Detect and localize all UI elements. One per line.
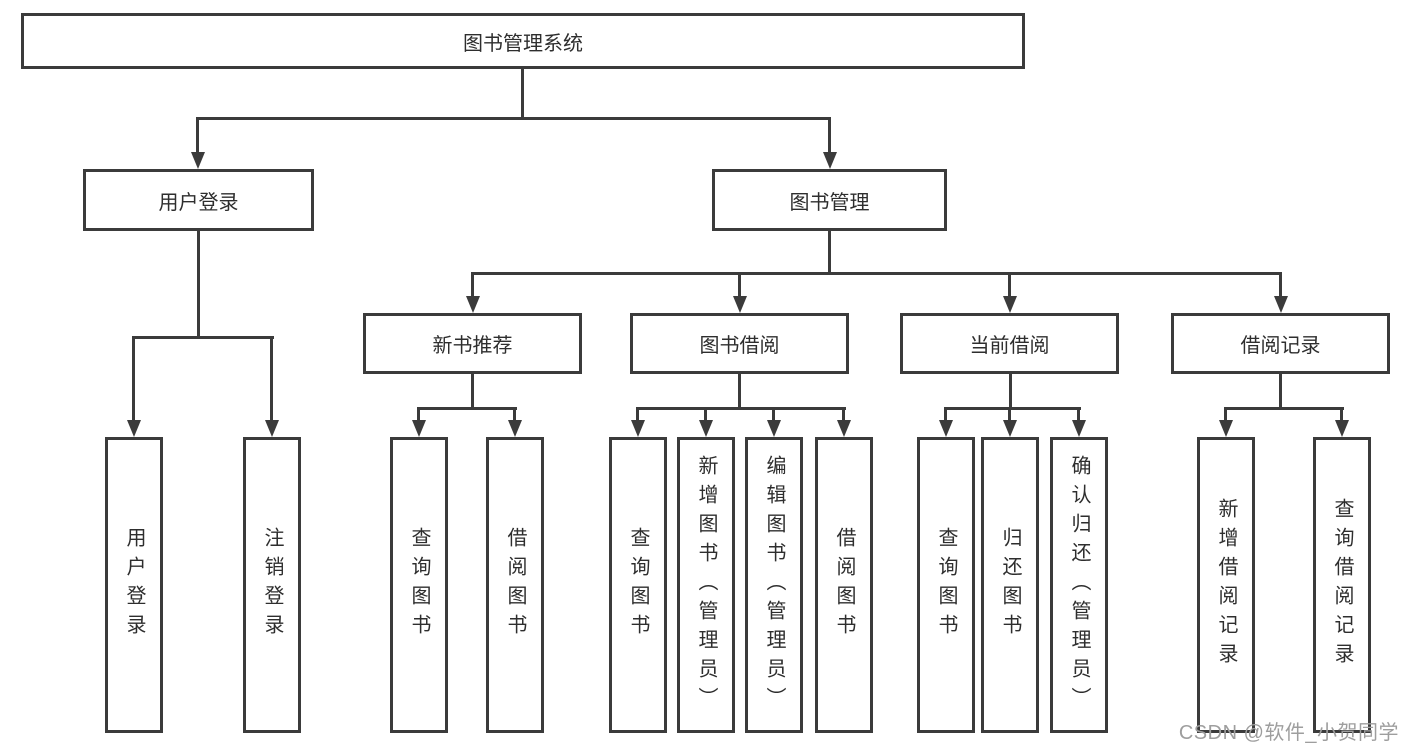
leaf-logout-label: 注销登录 xyxy=(261,527,283,643)
node-root: 图书管理系统 xyxy=(21,13,1025,69)
connector-current-borrow-branch xyxy=(945,407,1081,410)
connector-new-book-branch xyxy=(418,407,517,410)
node-book-borrow-label: 图书借阅 xyxy=(699,335,780,357)
arrow-to-borrow-records xyxy=(1273,272,1288,313)
connector-book-borrow-stem xyxy=(738,374,741,407)
arrow-to-new-book-recommend xyxy=(465,272,480,313)
node-current-borrow: 当前借阅 xyxy=(900,313,1119,374)
connector-book-management-stem xyxy=(828,231,831,272)
leaf-user-login-label: 用户登录 xyxy=(123,527,145,643)
arrow-borrow-records-leaf-1 xyxy=(1218,407,1233,437)
node-borrow-records-label: 借阅记录 xyxy=(1240,335,1321,357)
arrow-current-borrow-leaf-3 xyxy=(1071,407,1086,437)
leaf-query-borrow-record: 查询借阅记录 xyxy=(1313,437,1371,733)
leaf-confirm-return-label: 确认归还（管理员） xyxy=(1068,454,1090,716)
node-borrow-records: 借阅记录 xyxy=(1171,313,1390,374)
connector-current-borrow-stem xyxy=(1009,374,1012,407)
node-current-borrow-label: 当前借阅 xyxy=(969,335,1050,357)
arrow-current-borrow-leaf-1 xyxy=(938,407,953,437)
connector-user-login-branch xyxy=(133,336,274,339)
connector-book-management-branch xyxy=(471,272,1282,275)
leaf-user-login: 用户登录 xyxy=(105,437,163,733)
arrow-to-leaf-login xyxy=(126,336,141,437)
connector-new-book-stem xyxy=(471,374,474,407)
node-book-borrow: 图书借阅 xyxy=(630,313,849,374)
arrow-new-book-leaf-1 xyxy=(411,407,426,437)
arrow-new-book-leaf-2 xyxy=(507,407,522,437)
leaf-newbook-borrow: 借阅图书 xyxy=(486,437,544,733)
connector-user-login-stem xyxy=(197,231,200,336)
connector-book-borrow-branch xyxy=(637,407,846,410)
leaf-confirm-return: 确认归还（管理员） xyxy=(1050,437,1108,733)
leaf-newbook-query-label: 查询图书 xyxy=(408,527,430,643)
arrow-to-book-borrow xyxy=(732,272,747,313)
arrow-to-user-login xyxy=(190,117,205,169)
leaf-return-book-label: 归还图书 xyxy=(999,527,1021,643)
node-new-book-recommend: 新书推荐 xyxy=(363,313,582,374)
node-book-management-label: 图书管理 xyxy=(789,191,870,214)
leaf-borrow-edit-book: 编辑图书（管理员） xyxy=(745,437,803,733)
connector-borrow-records-stem xyxy=(1279,374,1282,407)
leaf-borrow-add-book-label: 新增图书（管理员） xyxy=(695,454,717,716)
arrow-book-borrow-leaf-4 xyxy=(836,407,851,437)
arrow-borrow-records-leaf-2 xyxy=(1334,407,1349,437)
leaf-current-query: 查询图书 xyxy=(917,437,975,733)
leaf-add-borrow-record-label: 新增借阅记录 xyxy=(1215,498,1237,672)
arrow-book-borrow-leaf-3 xyxy=(766,407,781,437)
node-book-management: 图书管理 xyxy=(712,169,947,231)
node-user-login-label: 用户登录 xyxy=(158,191,239,214)
arrow-to-leaf-logout xyxy=(264,336,279,437)
leaf-current-query-label: 查询图书 xyxy=(935,527,957,643)
arrow-current-borrow-leaf-2 xyxy=(1002,407,1017,437)
connector-borrow-records-branch xyxy=(1225,407,1344,410)
leaf-newbook-query: 查询图书 xyxy=(390,437,448,733)
watermark: CSDN @软件_小贺同学 xyxy=(1178,722,1399,744)
arrow-to-book-management xyxy=(822,117,837,169)
arrow-to-current-borrow xyxy=(1002,272,1017,313)
leaf-newbook-borrow-label: 借阅图书 xyxy=(504,527,526,643)
arrow-book-borrow-leaf-2 xyxy=(698,407,713,437)
node-new-book-recommend-label: 新书推荐 xyxy=(432,335,513,357)
leaf-borrow-add-book: 新增图书（管理员） xyxy=(677,437,735,733)
leaf-query-borrow-record-label: 查询借阅记录 xyxy=(1331,498,1353,672)
connector-root-stem xyxy=(521,69,524,117)
leaf-borrow-book: 借阅图书 xyxy=(815,437,873,733)
leaf-add-borrow-record: 新增借阅记录 xyxy=(1197,437,1255,733)
connector-root-branch xyxy=(197,117,831,120)
leaf-borrow-book-label: 借阅图书 xyxy=(833,527,855,643)
leaf-return-book: 归还图书 xyxy=(981,437,1039,733)
leaf-borrow-query: 查询图书 xyxy=(609,437,667,733)
arrow-book-borrow-leaf-1 xyxy=(630,407,645,437)
leaf-logout: 注销登录 xyxy=(243,437,301,733)
leaf-borrow-query-label: 查询图书 xyxy=(627,527,649,643)
node-root-label: 图书管理系统 xyxy=(463,32,583,55)
leaf-borrow-edit-book-label: 编辑图书（管理员） xyxy=(763,454,785,716)
node-user-login: 用户登录 xyxy=(83,169,314,231)
